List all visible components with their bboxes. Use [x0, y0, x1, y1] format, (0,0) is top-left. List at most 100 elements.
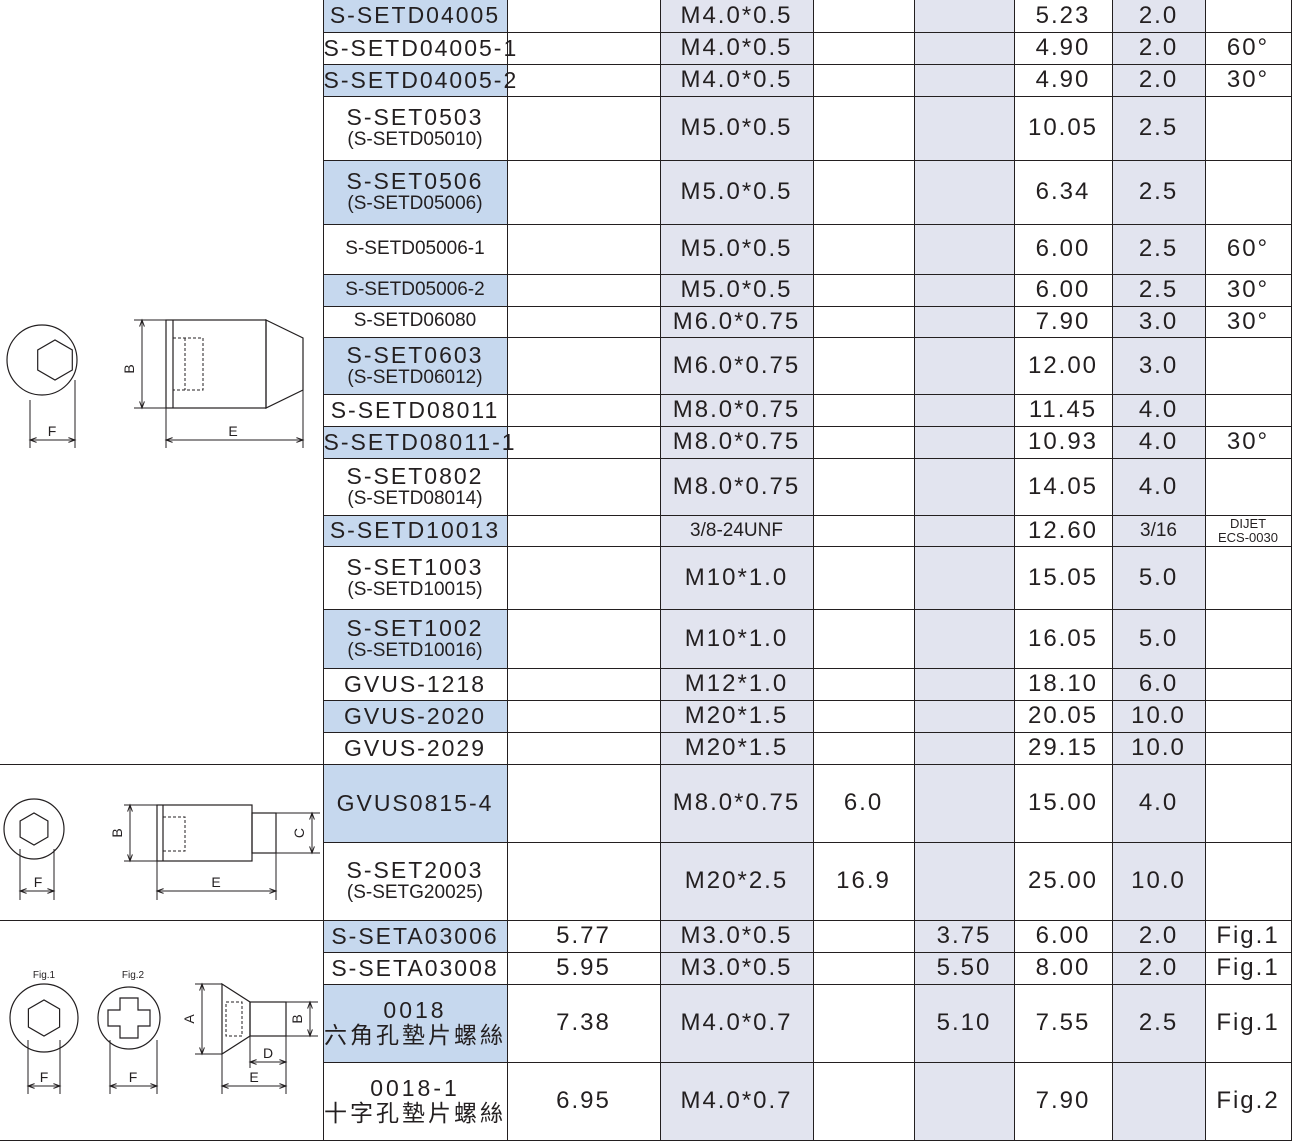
model-number: S-SET1003 — [346, 553, 484, 580]
hex-cell: 3.0 — [1111, 337, 1205, 395]
c1-cell — [506, 668, 660, 701]
model-cell: S-SET0503(S-SETD05010) — [322, 96, 507, 161]
c4-cell — [913, 32, 1014, 65]
thread-cell: M8.0*0.75 — [659, 458, 813, 516]
model-cell: S-SETD04005 — [322, 0, 507, 33]
hex-cell: 2.5 — [1111, 160, 1205, 225]
c4-cell — [913, 609, 1014, 669]
c3-cell — [812, 732, 914, 765]
model-number: GVUS-2029 — [343, 734, 486, 761]
c1-cell: 7.38 — [506, 984, 660, 1063]
c1-cell: 5.77 — [506, 920, 660, 953]
c1-cell — [506, 64, 660, 97]
model-number: S-SETD04005-1 — [323, 34, 519, 61]
length-cell: 15.05 — [1013, 546, 1112, 610]
thread-cell: M8.0*0.75 — [659, 426, 813, 459]
c3-cell — [812, 668, 914, 701]
c3-cell — [812, 306, 914, 338]
c4-cell: 5.10 — [913, 984, 1014, 1063]
c3-cell — [812, 32, 914, 65]
model-number: 0018 — [383, 997, 447, 1024]
hex-socket-icon — [19, 811, 49, 846]
c4-cell — [913, 426, 1014, 459]
model-cell: S-SETD08011 — [322, 394, 507, 427]
dimension-a-label: A — [181, 1013, 197, 1023]
hex-cell: 2.5 — [1111, 224, 1205, 275]
thread-cell: M10*1.0 — [659, 609, 813, 669]
hex-cell: 5.0 — [1111, 609, 1205, 669]
c4-cell — [913, 96, 1014, 161]
c3-cell — [812, 337, 914, 395]
model-alias: (S-SETD10016) — [347, 639, 483, 661]
c4-cell — [913, 224, 1014, 275]
model-cell: S-SETD05006-2 — [322, 274, 507, 307]
length-cell: 8.00 — [1013, 952, 1112, 985]
cone-point-screw-drawing: FBE — [6, 318, 305, 448]
model-number: GVUS-1218 — [343, 670, 486, 697]
model-number: S-SETD04005 — [329, 2, 501, 29]
c3-cell — [812, 96, 914, 161]
model-number: S-SETA03008 — [331, 954, 499, 981]
model-cell: GVUS-2029 — [322, 732, 507, 765]
model-number: S-SETD06080 — [353, 310, 477, 332]
note-line: DIJET — [1229, 515, 1267, 531]
thread-cell: M4.0*0.5 — [659, 0, 813, 33]
hex-cell: 3.0 — [1111, 306, 1205, 338]
c1-cell — [506, 842, 660, 921]
thread-cell: M5.0*0.5 — [659, 96, 813, 161]
dimension-b-label: B — [121, 364, 137, 373]
c1-cell — [506, 732, 660, 765]
c1-cell — [506, 306, 660, 338]
hex-cell: 4.0 — [1111, 764, 1205, 843]
c4-cell: 3.75 — [913, 920, 1014, 953]
length-cell: 12.00 — [1013, 337, 1112, 395]
c1-cell — [506, 458, 660, 516]
c4-cell — [913, 160, 1014, 225]
note-cell — [1204, 394, 1292, 427]
hex-cell: 2.0 — [1111, 920, 1205, 953]
note-cell: 30° — [1204, 306, 1292, 338]
model-number: S-SETD04005-2 — [323, 66, 519, 93]
c3-cell — [812, 984, 914, 1063]
length-cell: 16.05 — [1013, 609, 1112, 669]
c3-cell — [812, 426, 914, 459]
c3-cell — [812, 0, 914, 33]
hex-cell: 2.0 — [1111, 952, 1205, 985]
c4-cell — [913, 515, 1014, 547]
length-cell: 25.00 — [1013, 842, 1112, 921]
dimension-c-label: C — [291, 827, 307, 837]
c4-cell: 5.50 — [913, 952, 1014, 985]
hex-cell — [1111, 1062, 1205, 1141]
note-cell: 30° — [1204, 274, 1292, 307]
model-cell: S-SETD05006-1 — [322, 224, 507, 275]
note-cell: Fig.1 — [1204, 920, 1292, 953]
model-cell: S-SET1002(S-SETD10016) — [322, 609, 507, 669]
hex-cell: 2.0 — [1111, 32, 1205, 65]
note-line: ECS-0030 — [1218, 529, 1278, 545]
model-alias: (S-SETD05010) — [347, 129, 483, 151]
note-cell — [1204, 764, 1292, 843]
length-cell: 4.90 — [1013, 32, 1112, 65]
model-number: S-SET1002 — [346, 614, 484, 641]
c4-cell — [913, 0, 1014, 33]
model-number: S-SETA03006 — [331, 922, 499, 949]
length-cell: 10.93 — [1013, 426, 1112, 459]
c1-cell: 6.95 — [506, 1062, 660, 1141]
